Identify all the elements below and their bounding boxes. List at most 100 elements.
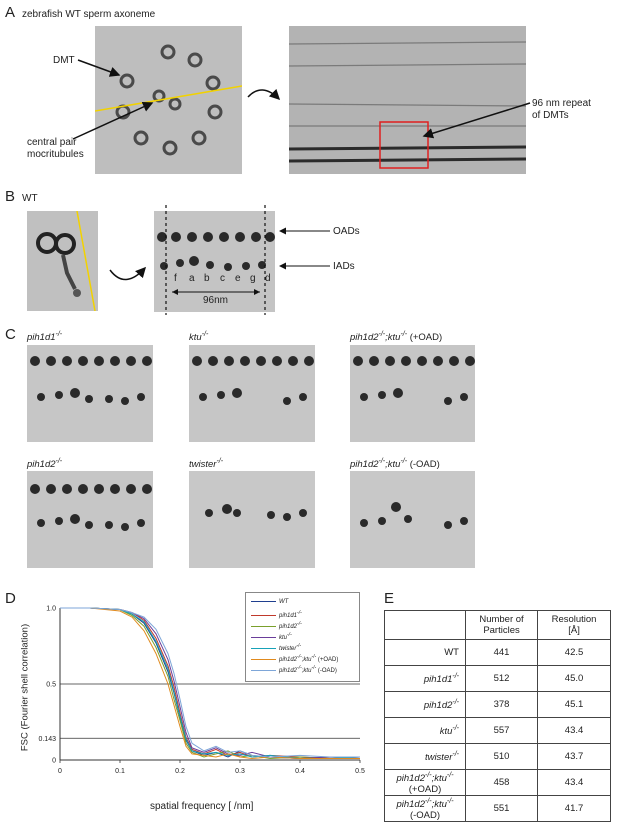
ktu-average-image	[189, 345, 315, 442]
row-name: ;ktu	[431, 799, 447, 811]
central-pair-label-line1: central pair	[27, 137, 77, 148]
legend-sup: -/-	[296, 643, 302, 649]
genotype-text: pih1d2	[350, 332, 379, 344]
header-text: [Å]	[568, 625, 580, 636]
legend-item-pih1d2-ktu-plus-oad: pih1d2-/-;ktu-/- (+OAD)	[251, 654, 338, 664]
legend-text: WT	[279, 599, 289, 605]
row-name: WT	[444, 647, 459, 658]
fsc-x-axis-label: spatial frequency [ /nm]	[150, 801, 254, 812]
resolution-cell: 43.4	[537, 768, 611, 797]
central-pair-label-line2: mocritubules	[27, 149, 84, 160]
dmt-label: DMT	[53, 55, 75, 66]
row-sup: -/-	[446, 772, 454, 779]
oad-label: OADs	[333, 226, 360, 237]
repeat-label-line2: of DMTs	[532, 110, 569, 121]
pih1d2-ktu-plus-oad-average-image	[350, 345, 475, 442]
panel-letter-a: A	[5, 4, 16, 21]
x-tick-label: 0.1	[115, 768, 125, 775]
particles-cell: 557	[464, 717, 539, 744]
longitudinal-drawing	[289, 26, 526, 174]
axoneme-longitudinal-image	[289, 26, 526, 174]
pih1d1-average-image	[27, 345, 153, 442]
header-text: Resolution	[551, 614, 597, 625]
fsc-series-line	[60, 607, 360, 758]
dynein-letter: b	[204, 273, 210, 284]
dynein-letter: f	[174, 273, 177, 284]
table-header-blank	[384, 610, 466, 640]
genotype-text: ;ktu	[385, 459, 401, 471]
genotype-suffix: (+OAD)	[407, 332, 443, 344]
y-tick-label: 0.143	[38, 736, 56, 743]
legend-item-wt: WT	[251, 599, 288, 606]
table-row: pih1d2-/-;ktu-/-(-OAD) 551 41.7	[384, 795, 611, 823]
x-tick-label: 0.5	[355, 768, 365, 775]
legend-item-pih1d2-ktu-minus-oad: pih1d2-/-;ktu-/- (-OAD)	[251, 665, 337, 675]
table-row: WT 441 42.5	[384, 639, 611, 666]
row-name-cell: WT	[384, 639, 466, 666]
legend-text: twister	[279, 646, 297, 652]
fsc-series-line	[60, 607, 360, 760]
table-row: pih1d2-/-;ktu-/-(+OAD) 458 43.4	[384, 768, 611, 797]
row-name-cell: pih1d1-/-	[384, 665, 466, 692]
particles-cell: 510	[464, 743, 539, 770]
dynein-letter: d	[265, 273, 271, 284]
wt-averaged-repeat-image	[154, 211, 275, 312]
table-row: pih1d2-/- 378 45.1	[384, 691, 611, 718]
legend-swatch	[251, 658, 276, 661]
panel-letter-e: E	[384, 590, 395, 607]
genotype-sup: -/-	[201, 331, 209, 338]
row-name-cell: twister-/-	[384, 743, 466, 770]
genotype-text: pih1d1	[27, 332, 56, 344]
legend-text: pih1d2	[279, 668, 298, 674]
header-text: Number of	[479, 614, 524, 625]
genotype-sup: -/-	[400, 458, 408, 465]
row-name: pih1d1	[423, 674, 453, 686]
x-tick-label: 0.2	[175, 768, 185, 775]
panel-c-label-4: pih1d2-/-	[27, 456, 62, 470]
panel-letter-d: D	[5, 590, 16, 607]
particles-cell: 378	[464, 691, 539, 718]
header-text: Particles	[483, 625, 520, 636]
pih1d2-ktu-minus-oad-average-image	[350, 471, 475, 568]
legend-suffix: (+OAD)	[316, 657, 339, 663]
resolution-cell: 43.4	[537, 717, 611, 744]
legend-sup: -/-	[311, 654, 317, 660]
fsc-series-group	[60, 607, 361, 760]
x-tick-label: 0.3	[235, 768, 245, 775]
row-sup: -/-	[452, 673, 459, 681]
scale-96nm-label: 96nm	[203, 295, 229, 306]
panel-c-label-1: pih1d1-/-	[27, 329, 62, 343]
particles-cell: 441	[464, 639, 539, 666]
resolution-cell: 41.7	[537, 795, 611, 823]
genotype-text: ;ktu	[385, 332, 401, 344]
table-row: pih1d1-/- 512 45.0	[384, 665, 611, 692]
legend-sup: -/-	[297, 665, 302, 671]
row-name: pih1d2	[423, 700, 453, 712]
genotype-text: pih1d2	[27, 459, 56, 471]
legend-swatch	[251, 614, 276, 617]
row-sup: -/-	[452, 751, 459, 759]
legend-text: pih1d1	[279, 613, 298, 619]
dynein-letter: g	[250, 273, 256, 284]
row-name: ;ktu	[431, 773, 447, 785]
axoneme-cross-section-image	[95, 26, 242, 174]
panel-c-label-6: pih1d2-/-;ktu-/- (-OAD)	[350, 456, 440, 470]
twister-average-image	[189, 471, 315, 568]
panel-c-label-5: twister-/-	[189, 456, 223, 470]
dynein-letter: a	[189, 273, 195, 284]
genotype-suffix: (-OAD)	[407, 459, 440, 471]
genotype-text: pih1d2	[350, 459, 379, 471]
legend-text: ;ktu	[301, 668, 312, 674]
doublet-drawing	[27, 211, 98, 311]
legend-swatch	[251, 636, 276, 639]
legend-text: pih1d2	[279, 657, 298, 663]
row-name: twister	[424, 752, 453, 764]
fsc-legend: WT pih1d1-/- pih1d2-/- ktu-/- twister-/-…	[245, 592, 360, 682]
particles-cell: 551	[464, 795, 539, 823]
row-name: pih1d2	[396, 799, 425, 811]
legend-item-pih1d2: pih1d2-/-	[251, 621, 302, 631]
